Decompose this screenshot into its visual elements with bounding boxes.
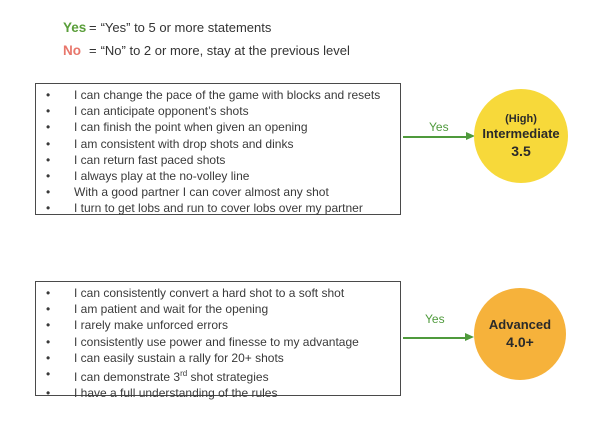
statements-box-intermediate: •I can change the pace of the game with …	[35, 83, 401, 215]
statement-item: •I can anticipate opponent’s shots	[46, 104, 249, 119]
statement-item: •I always play at the no-volley line	[46, 169, 250, 184]
statements-box-advanced: •I can consistently convert a hard shot …	[35, 281, 401, 400]
statement-item: •I can demonstrate 3rd shot strategies	[46, 367, 269, 385]
legend-no: No=“No” to 2 or more, stay at the previo…	[63, 43, 350, 58]
statement-item: •I have a full understanding of the rule…	[46, 386, 278, 401]
arrow-head-icon	[465, 333, 474, 341]
statement-item: •I consistently use power and finesse to…	[46, 334, 359, 349]
statement-item: •I turn to get lobs and run to cover lob…	[46, 201, 363, 216]
statement-item: •I can finish the point when given an op…	[46, 120, 308, 135]
arrow-label-yes: Yes	[425, 312, 445, 326]
legend-no-text: “No” to 2 or more, stay at the previous …	[100, 43, 350, 58]
statement-item: •I can return fast paced shots	[46, 152, 226, 167]
badge-level-name: Advanced	[488, 317, 552, 332]
arrow-to-advanced: Yes	[403, 312, 475, 342]
arrow-to-intermediate: Yes	[403, 120, 475, 150]
badge-level-name: Intermediate	[482, 125, 560, 141]
statement-item: •With a good partner I can cover almost …	[46, 185, 329, 200]
badge-qualifier: (High)	[505, 112, 537, 125]
statement-item: •I can consistently convert a hard shot …	[46, 286, 345, 300]
arrow-label-yes: Yes	[429, 120, 449, 134]
arrow-shaft	[403, 136, 467, 138]
badge-advanced: Advanced 4.0+	[474, 288, 566, 380]
badge-intermediate: (High) Intermediate 3.5	[474, 89, 568, 183]
statements-list-advanced: •I can consistently convert a hard shot …	[46, 285, 392, 401]
badge-rating: 4.0+	[506, 334, 534, 350]
legend-yes-text: “Yes” to 5 or more statements	[100, 20, 272, 35]
statement-item: •I can change the pace of the game with …	[46, 88, 381, 102]
statement-item: •I can easily sustain a rally for 20+ sh…	[46, 350, 284, 365]
legend-no-key: No	[63, 43, 81, 58]
legend-yes-key: Yes	[63, 20, 87, 35]
statement-item: •I am patient and wait for the opening	[46, 302, 269, 317]
badge-rating: 3.5	[511, 142, 531, 159]
arrow-shaft	[403, 337, 466, 339]
statement-item: •I rarely make unforced errors	[46, 318, 229, 333]
arrow-head-icon	[466, 132, 475, 140]
statement-item: •I am consistent with drop shots and din…	[46, 136, 294, 151]
statements-list-intermediate: •I can change the pace of the game with …	[46, 87, 392, 217]
legend-yes: Yes=“Yes” to 5 or more statements	[63, 20, 272, 35]
